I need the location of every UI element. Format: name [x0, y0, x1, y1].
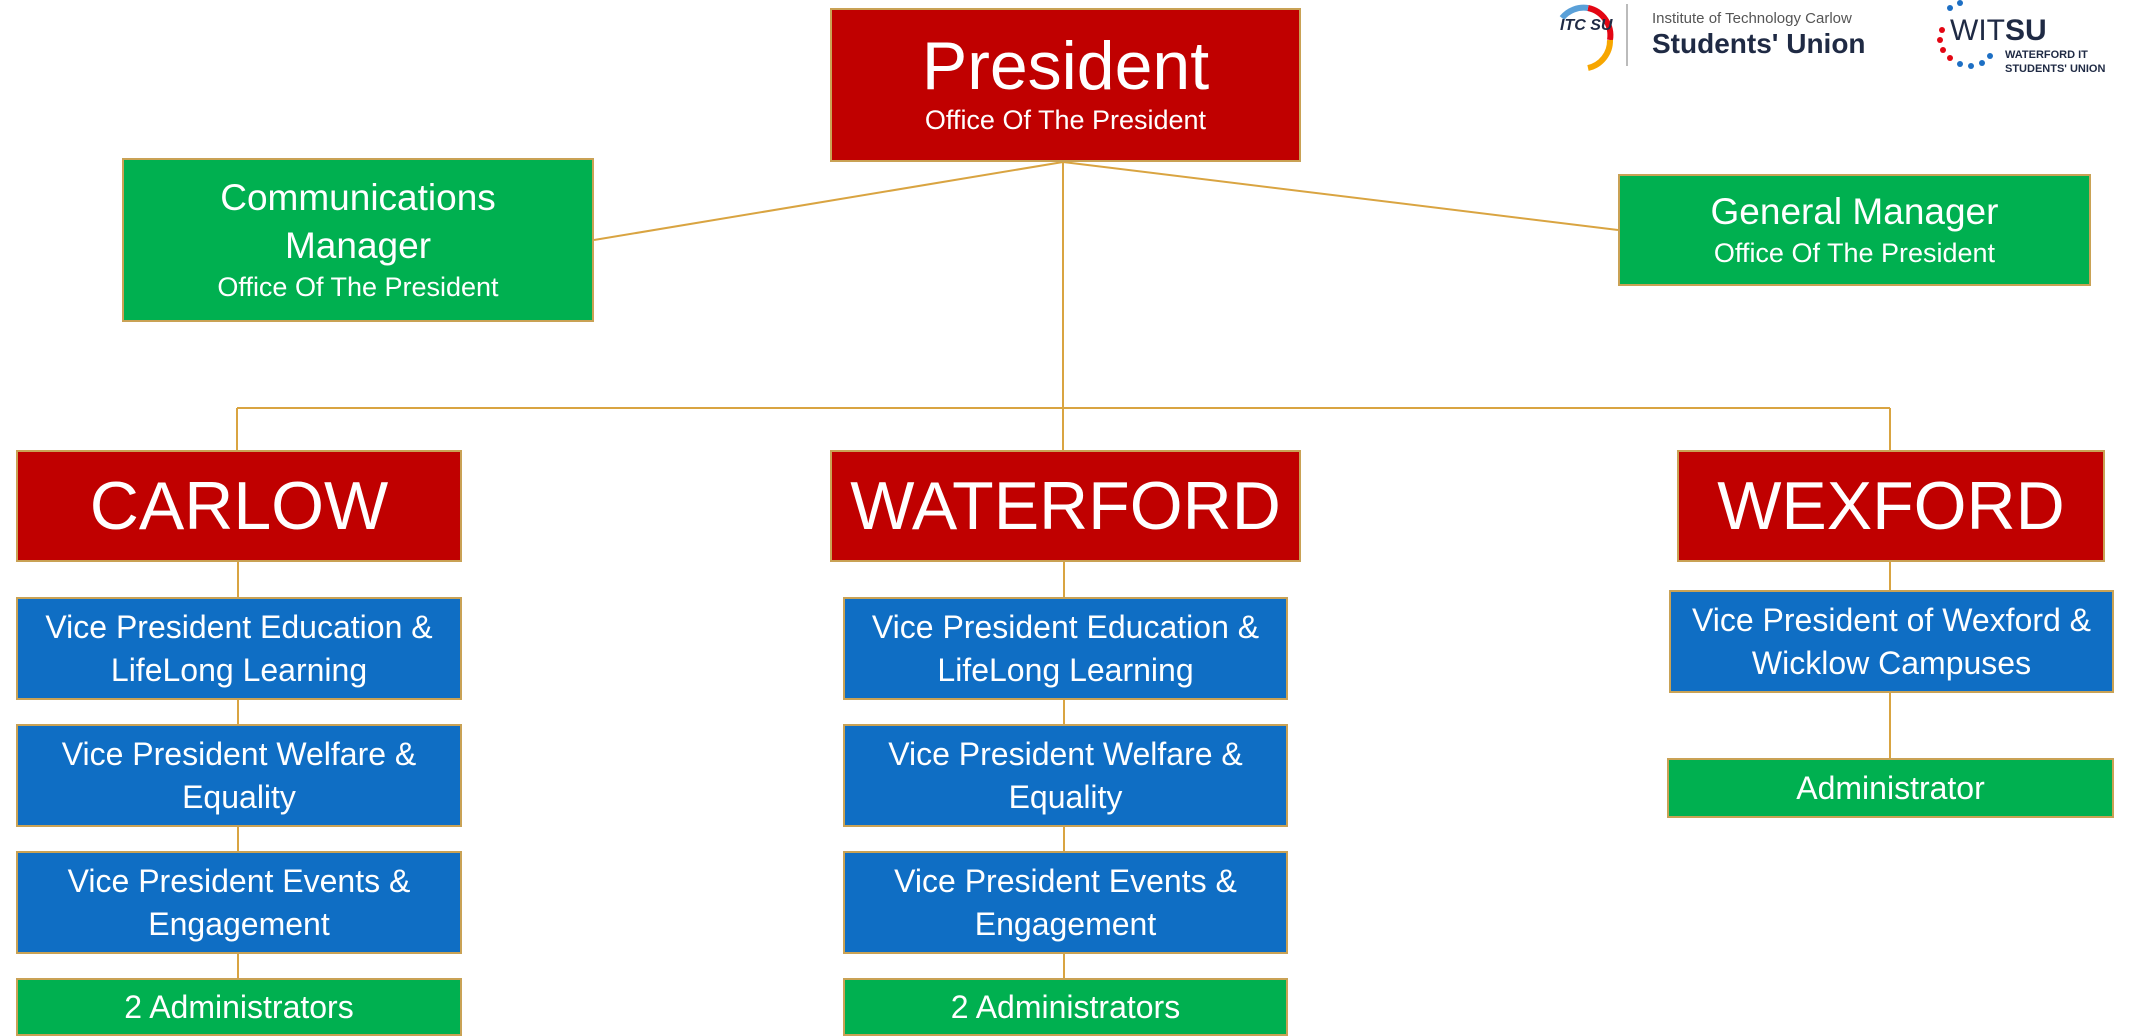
witsu-mark-a: WIT: [1950, 14, 2005, 47]
witsu-line1: WATERFORD IT: [2005, 49, 2088, 61]
witsu-emblem-icon: [1937, 0, 1993, 69]
campus-wexford-header: WEXFORD: [1677, 450, 2105, 562]
carlow-role-education: Vice President Education & LifeLong Lear…: [16, 597, 462, 700]
role-label: Vice President Events & Engagement: [894, 862, 1237, 942]
president-box: President Office Of The President: [830, 8, 1301, 162]
waterford-role-welfare: Vice President Welfare & Equality: [843, 724, 1288, 827]
admin-label: Administrator: [1796, 769, 1985, 806]
carlow-role-events: Vice President Events & Engagement: [16, 851, 462, 954]
role-label: Vice President Education & LifeLong Lear…: [45, 608, 433, 688]
campus-carlow-header: CARLOW: [16, 450, 462, 562]
itcsu-mark: ITC SU: [1560, 17, 1613, 34]
itcsu-logo: ITC SU Institute of Technology Carlow St…: [1548, 0, 1888, 72]
witsu-mark-b: SU: [2004, 14, 2047, 47]
carlow-role-welfare: Vice President Welfare & Equality: [16, 724, 462, 827]
witsu-line2: STUDENTS' UNION: [2005, 63, 2106, 75]
campus-waterford-header: WATERFORD: [830, 450, 1301, 562]
wexford-role-vice-president: Vice President of Wexford & Wicklow Camp…: [1669, 590, 2114, 693]
general-manager-subtitle: Office Of The President: [1713, 238, 1996, 269]
campus-name: CARLOW: [89, 468, 389, 544]
communications-manager-title-line1: Communications: [220, 177, 496, 219]
waterford-role-events: Vice President Events & Engagement: [843, 851, 1288, 954]
role-label: Vice President Education & LifeLong Lear…: [871, 608, 1260, 688]
general-manager-box: General Manager Office Of The President: [1618, 174, 2091, 286]
connector-president-comms: [593, 161, 1064, 241]
communications-manager-box: Communications Manager Office Of The Pre…: [122, 158, 594, 322]
waterford-administrators: 2 Administrators: [843, 978, 1288, 1036]
admin-label: 2 Administrators: [950, 988, 1181, 1025]
campus-name: WATERFORD: [850, 468, 1281, 544]
carlow-administrators: 2 Administrators: [16, 978, 462, 1036]
communications-manager-title-line2: Manager: [284, 224, 432, 266]
campus-name: WEXFORD: [1717, 468, 2065, 544]
itcsu-emblem-icon: ITC SU: [1559, 4, 1614, 71]
admin-label: 2 Administrators: [124, 988, 354, 1025]
logo-divider: [1626, 4, 1628, 66]
waterford-role-education: Vice President Education & LifeLong Lear…: [843, 597, 1288, 700]
itcsu-line1: Institute of Technology Carlow: [1652, 10, 1852, 27]
witsu-logo: WITSU WATERFORD IT STUDENTS' UNION: [1930, 0, 2125, 80]
witsu-wordmark: WITSU: [1950, 14, 2047, 48]
general-manager-title: General Manager: [1710, 191, 1999, 233]
role-label: Vice President Events & Engagement: [67, 862, 411, 942]
role-label: Vice President Welfare & Equality: [61, 735, 417, 815]
itcsu-line2: Students' Union: [1652, 28, 1866, 59]
president-title: President: [921, 28, 1210, 105]
connector-president-gm: [1062, 161, 1619, 231]
role-label: Vice President Welfare & Equality: [888, 735, 1243, 815]
communications-manager-subtitle: Office Of The President: [217, 272, 499, 303]
wexford-administrator: Administrator: [1667, 758, 2114, 818]
president-subtitle: Office Of The President: [924, 105, 1207, 136]
role-label: Vice President of Wexford & Wicklow Camp…: [1691, 601, 2091, 681]
